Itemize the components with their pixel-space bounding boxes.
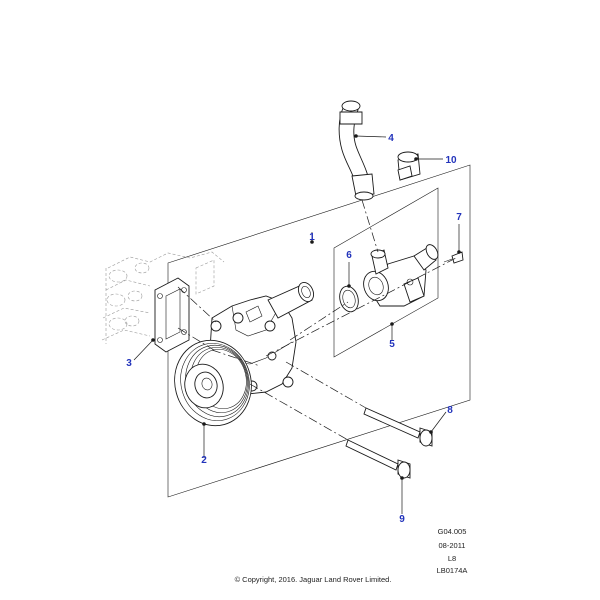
callout-3[interactable]: 3 xyxy=(126,358,132,369)
coolant-hose xyxy=(338,100,375,201)
callout-2[interactable]: 2 xyxy=(201,455,207,466)
outlet-housing xyxy=(363,244,439,307)
figure-date: 08-2011 xyxy=(438,541,466,550)
callout-6[interactable]: 6 xyxy=(346,250,352,261)
engine-block-ghost xyxy=(101,251,225,344)
callout-1[interactable]: 1 xyxy=(309,232,315,243)
callout-5[interactable]: 5 xyxy=(389,339,395,350)
callout-4[interactable]: 4 xyxy=(388,133,394,144)
assembly-centre-lines xyxy=(177,199,457,441)
o-ring xyxy=(339,285,359,313)
illustration-ref: LB0174A xyxy=(436,566,468,575)
leaders xyxy=(133,134,461,514)
long-bolt-9 xyxy=(345,439,411,479)
small-bolt xyxy=(443,251,464,264)
pulley xyxy=(174,339,252,427)
hose-clamp xyxy=(397,151,421,181)
copyright-text: © Copyright, 2016. Jaguar Land Rover Lim… xyxy=(234,575,392,584)
long-bolt-8 xyxy=(363,407,433,447)
figure-number: G04.005 xyxy=(437,527,467,536)
callout-9[interactable]: 9 xyxy=(399,514,405,525)
callout-10[interactable]: 10 xyxy=(445,155,457,166)
engine-code: L8 xyxy=(447,554,457,563)
callout-8[interactable]: 8 xyxy=(447,405,453,416)
gasket xyxy=(154,277,190,353)
callout-7[interactable]: 7 xyxy=(456,212,462,223)
